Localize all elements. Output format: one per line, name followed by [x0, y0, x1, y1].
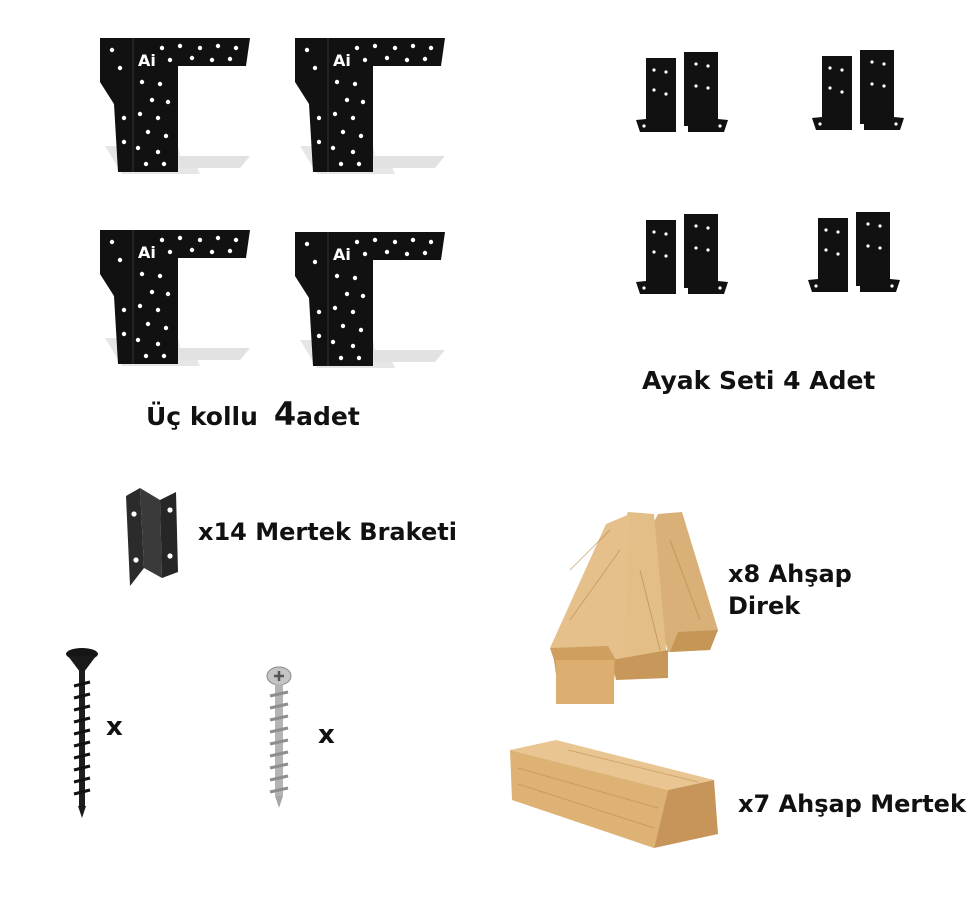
post-base-icon [636, 50, 728, 136]
black-screw-count: x [106, 712, 123, 742]
u-bracket-icon [126, 488, 178, 586]
post-base-3 [636, 212, 728, 298]
uc-kollu-count: 4 [273, 395, 297, 433]
post-base-icon [812, 48, 904, 134]
three-arm-bracket-icon: Ai [295, 38, 445, 178]
post-base-icon [636, 212, 728, 298]
wood-posts [550, 510, 720, 706]
bracket-logo: Ai [333, 245, 351, 264]
bracket-logo: Ai [138, 51, 156, 70]
three-arm-bracket-3: Ai [100, 230, 250, 370]
three-arm-bracket-icon: Ai [295, 232, 445, 372]
three-arm-bracket-1: Ai [100, 38, 250, 178]
three-arm-bracket-2: Ai [295, 38, 445, 178]
zinc-screw [264, 666, 294, 810]
post-base-4 [808, 210, 900, 296]
ahsap-direk-line2: Direk [728, 592, 801, 621]
wood-posts-icon [550, 512, 718, 704]
uc-kollu-suffix: adet [296, 402, 360, 431]
wood-beam [508, 738, 720, 856]
post-base-icon [808, 210, 900, 296]
black-screw [64, 646, 100, 820]
uc-kollu-label: Üç kollu 4adet [146, 398, 360, 430]
three-arm-bracket-4: Ai [295, 232, 445, 372]
ayak-seti-label: Ayak Seti 4 Adet [642, 366, 876, 395]
three-arm-bracket-icon: Ai [100, 38, 250, 178]
wood-beam-icon [510, 740, 718, 848]
ahsap-mertek-label: x7 Ahşap Mertek [738, 790, 966, 818]
ahsap-direk-label: x8 Ahşap Direk [728, 558, 852, 623]
bracket-logo: Ai [138, 243, 156, 262]
post-base-2 [812, 48, 904, 134]
black-screw-icon [66, 648, 98, 818]
bracket-logo: Ai [333, 51, 351, 70]
zinc-screw-count: x [318, 720, 335, 750]
uc-kollu-prefix: Üç kollu [146, 402, 258, 431]
post-base-1 [636, 50, 728, 136]
three-arm-bracket-icon: Ai [100, 230, 250, 370]
u-bracket [122, 486, 182, 590]
ahsap-direk-line1: x8 Ahşap [728, 560, 852, 588]
mertek-braketi-label: x14 Mertek Braketi [198, 518, 457, 546]
zinc-screw-icon [266, 666, 292, 808]
